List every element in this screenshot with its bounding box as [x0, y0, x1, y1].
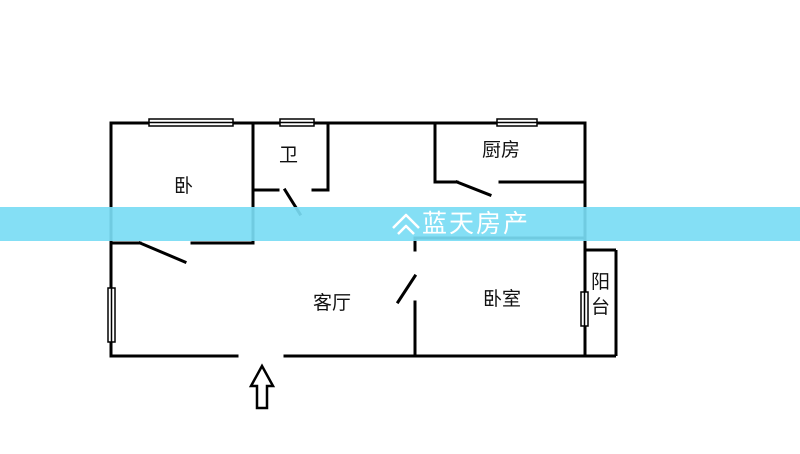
label-bedroom-small: 卧: [174, 175, 194, 197]
label-balcony: 阳台: [591, 271, 611, 318]
label-kitchen: 厨房: [482, 139, 521, 161]
label-bathroom: 卫: [279, 144, 299, 166]
door-kitchen: [455, 180, 492, 197]
label-living-room: 客厅: [313, 292, 352, 314]
door-bedroom: [138, 241, 187, 264]
watermark-text: 蓝天房产: [422, 209, 531, 238]
house-logo-icon: [392, 213, 420, 235]
door-bedroom2: [395, 273, 418, 305]
watermark-band: [0, 207, 800, 241]
entrance-arrow-icon: [248, 363, 276, 410]
label-bedroom: 卧室: [483, 288, 522, 310]
